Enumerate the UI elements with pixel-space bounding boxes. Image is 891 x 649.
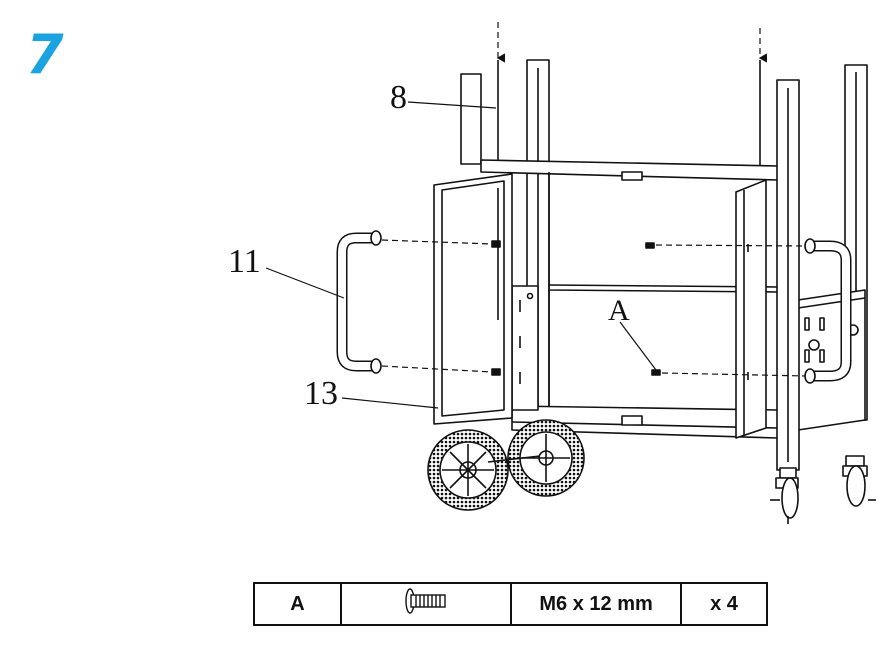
hardware-id: A [253,582,342,626]
wheel-front [427,429,509,511]
assembly-diagram: 8 11 13 A [228,22,876,524]
caster-front-right [770,467,799,524]
upright-front-right [776,79,800,471]
hardware-table: A M6 x 12 mm x 4 [253,582,768,626]
callout-13: 13 [304,375,338,412]
leader-lines [265,101,657,409]
caster-back-right [842,455,876,507]
wheel-rear [487,419,585,497]
side-panel-right [797,289,866,431]
top-frame [480,159,779,181]
hinge-bracket [511,285,539,411]
hardware-quantity: x 4 [680,582,768,626]
hardware-image-cell [339,582,513,626]
handle-right [804,238,852,384]
door-left [433,173,513,425]
handle-left [336,230,382,374]
bolt-icon [405,588,446,614]
callout-a: A [608,294,630,327]
door-right [735,179,767,439]
alignment-lines [381,22,807,377]
step-number: 7 [26,23,64,86]
callout-8: 8 [390,79,407,116]
hardware-spec: M6 x 12 mm [510,582,683,626]
hardware-row: A M6 x 12 mm x 4 [253,582,768,626]
callout-11: 11 [228,243,261,280]
